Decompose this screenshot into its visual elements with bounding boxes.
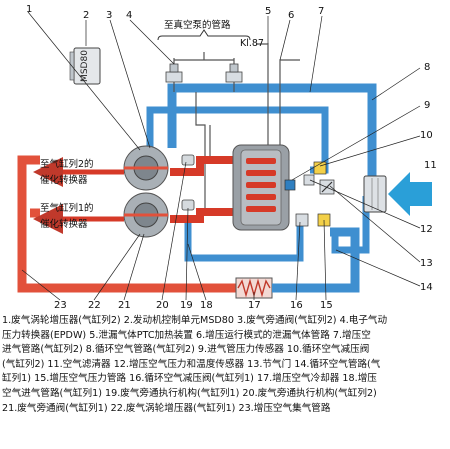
wastegate-valve-bank1 [295,213,309,227]
recirculation-pipe-bank1 [331,196,370,254]
kl87-label: Kl.87 [240,38,264,49]
vacuum-pump-label: 至真空泵的管路 [164,19,231,31]
air-inlet-arrow [388,172,432,216]
caption-line-6: 空气进气管路(气缸列1) 19.废气旁通执行机构(气缸列1) 20.废气旁通执行… [2,387,377,399]
caption-line-3: 进气管路(气缸列2) 8.循环空气管路(气缸列2) 9.进气管压力传感器 10.… [2,344,370,356]
callout-14: 14 [420,282,433,293]
callout-8: 8 [424,62,430,73]
charge-air-pressure-temp-sensor [303,174,315,186]
callout-19: 19 [180,300,193,311]
caption-line-7: 21.废气旁通阀(气缸列1) 22.废气涡轮增压器(气缸列1) 23.增压空气集… [2,402,331,414]
exhaust-manifold-bank1 [170,208,235,223]
blowby-boost-line [279,59,300,145]
callout-5: 5 [265,6,271,17]
ecu-label: MSD80 [80,50,90,82]
charge-air-collector-pipe [17,155,236,293]
caption-line-5: 缸列1) 15.增压空气压力管路 16.循环空气减压阀(气缸列1) 17.增压空… [2,373,377,385]
vacuum-line-to-actuators [195,92,211,210]
wastegate-actuator-bank2 [181,154,195,166]
epdw-pressure-converter-left [165,63,183,83]
intake-pressure-sensor [284,179,296,191]
callout-22: 22 [88,300,101,311]
caption-line-2: 压力转换器(EPDW) 5.泄漏气体PTC加热装置 6.增压运行模式的泄漏气体管… [2,329,371,341]
callout-16: 16 [290,300,303,311]
legend-caption: 1.废气涡轮增压器(气缸列2) 2.发动机控制单元MSD80 3.废气旁通阀(气… [2,314,448,448]
callout-21: 21 [118,300,131,311]
vacuum-line-bracket [157,29,251,41]
callout-3: 3 [106,10,112,21]
charge-air-intake-bank1 [184,215,304,262]
turbo-system-diagram: MSD80 至气缸列2的 催化转换器 至气缸列1的 催化转换器 [17,4,437,311]
callout-20: 20 [156,300,169,311]
exhaust-manifold-bank2 [170,156,235,176]
callout-7: 7 [318,6,324,17]
callout-23: 23 [54,300,67,311]
cat1-label-line1: 至气缸列1的 [40,202,94,214]
callout-9: 9 [424,100,430,111]
callout-11: 11 [424,160,437,171]
blowby-line [256,43,269,145]
air-filter [363,175,387,213]
cat2-label-line2: 催化转换器 [40,174,88,186]
callout-2: 2 [83,10,89,21]
caption-line-4: (气缸列2) 11.空气滤清器 12.增压空气压力和温度传感器 13.节气门 1… [2,358,381,370]
callout-12: 12 [420,224,433,235]
callout-6: 6 [288,10,294,21]
charge-air-pressure-pipe [272,227,360,293]
cat2-label-line1: 至气缸列2的 [40,158,94,170]
turbocharger-bank1 [123,192,169,238]
leader-lines [21,11,421,301]
turbocharger-bank2 [123,145,169,191]
callout-17: 17 [248,300,261,311]
callout-1: 1 [26,4,32,15]
cat1-label-line2: 催化转换器 [40,218,88,230]
callout-18: 18 [200,300,213,311]
callout-10: 10 [420,130,433,141]
throttle-valve [319,179,335,195]
ecu-msd80: MSD80 [69,47,101,85]
callout-13: 13 [420,258,433,269]
callout-4: 4 [126,10,132,21]
callout-15: 15 [320,300,333,311]
caption-line-1: 1.废气涡轮增压器(气缸列2) 2.发动机控制单元MSD80 3.废气旁通阀(气… [2,315,388,326]
recirculation-pipe-bank2 [167,83,377,192]
epdw-pressure-converter-right [225,63,243,83]
engine-block [232,144,290,231]
